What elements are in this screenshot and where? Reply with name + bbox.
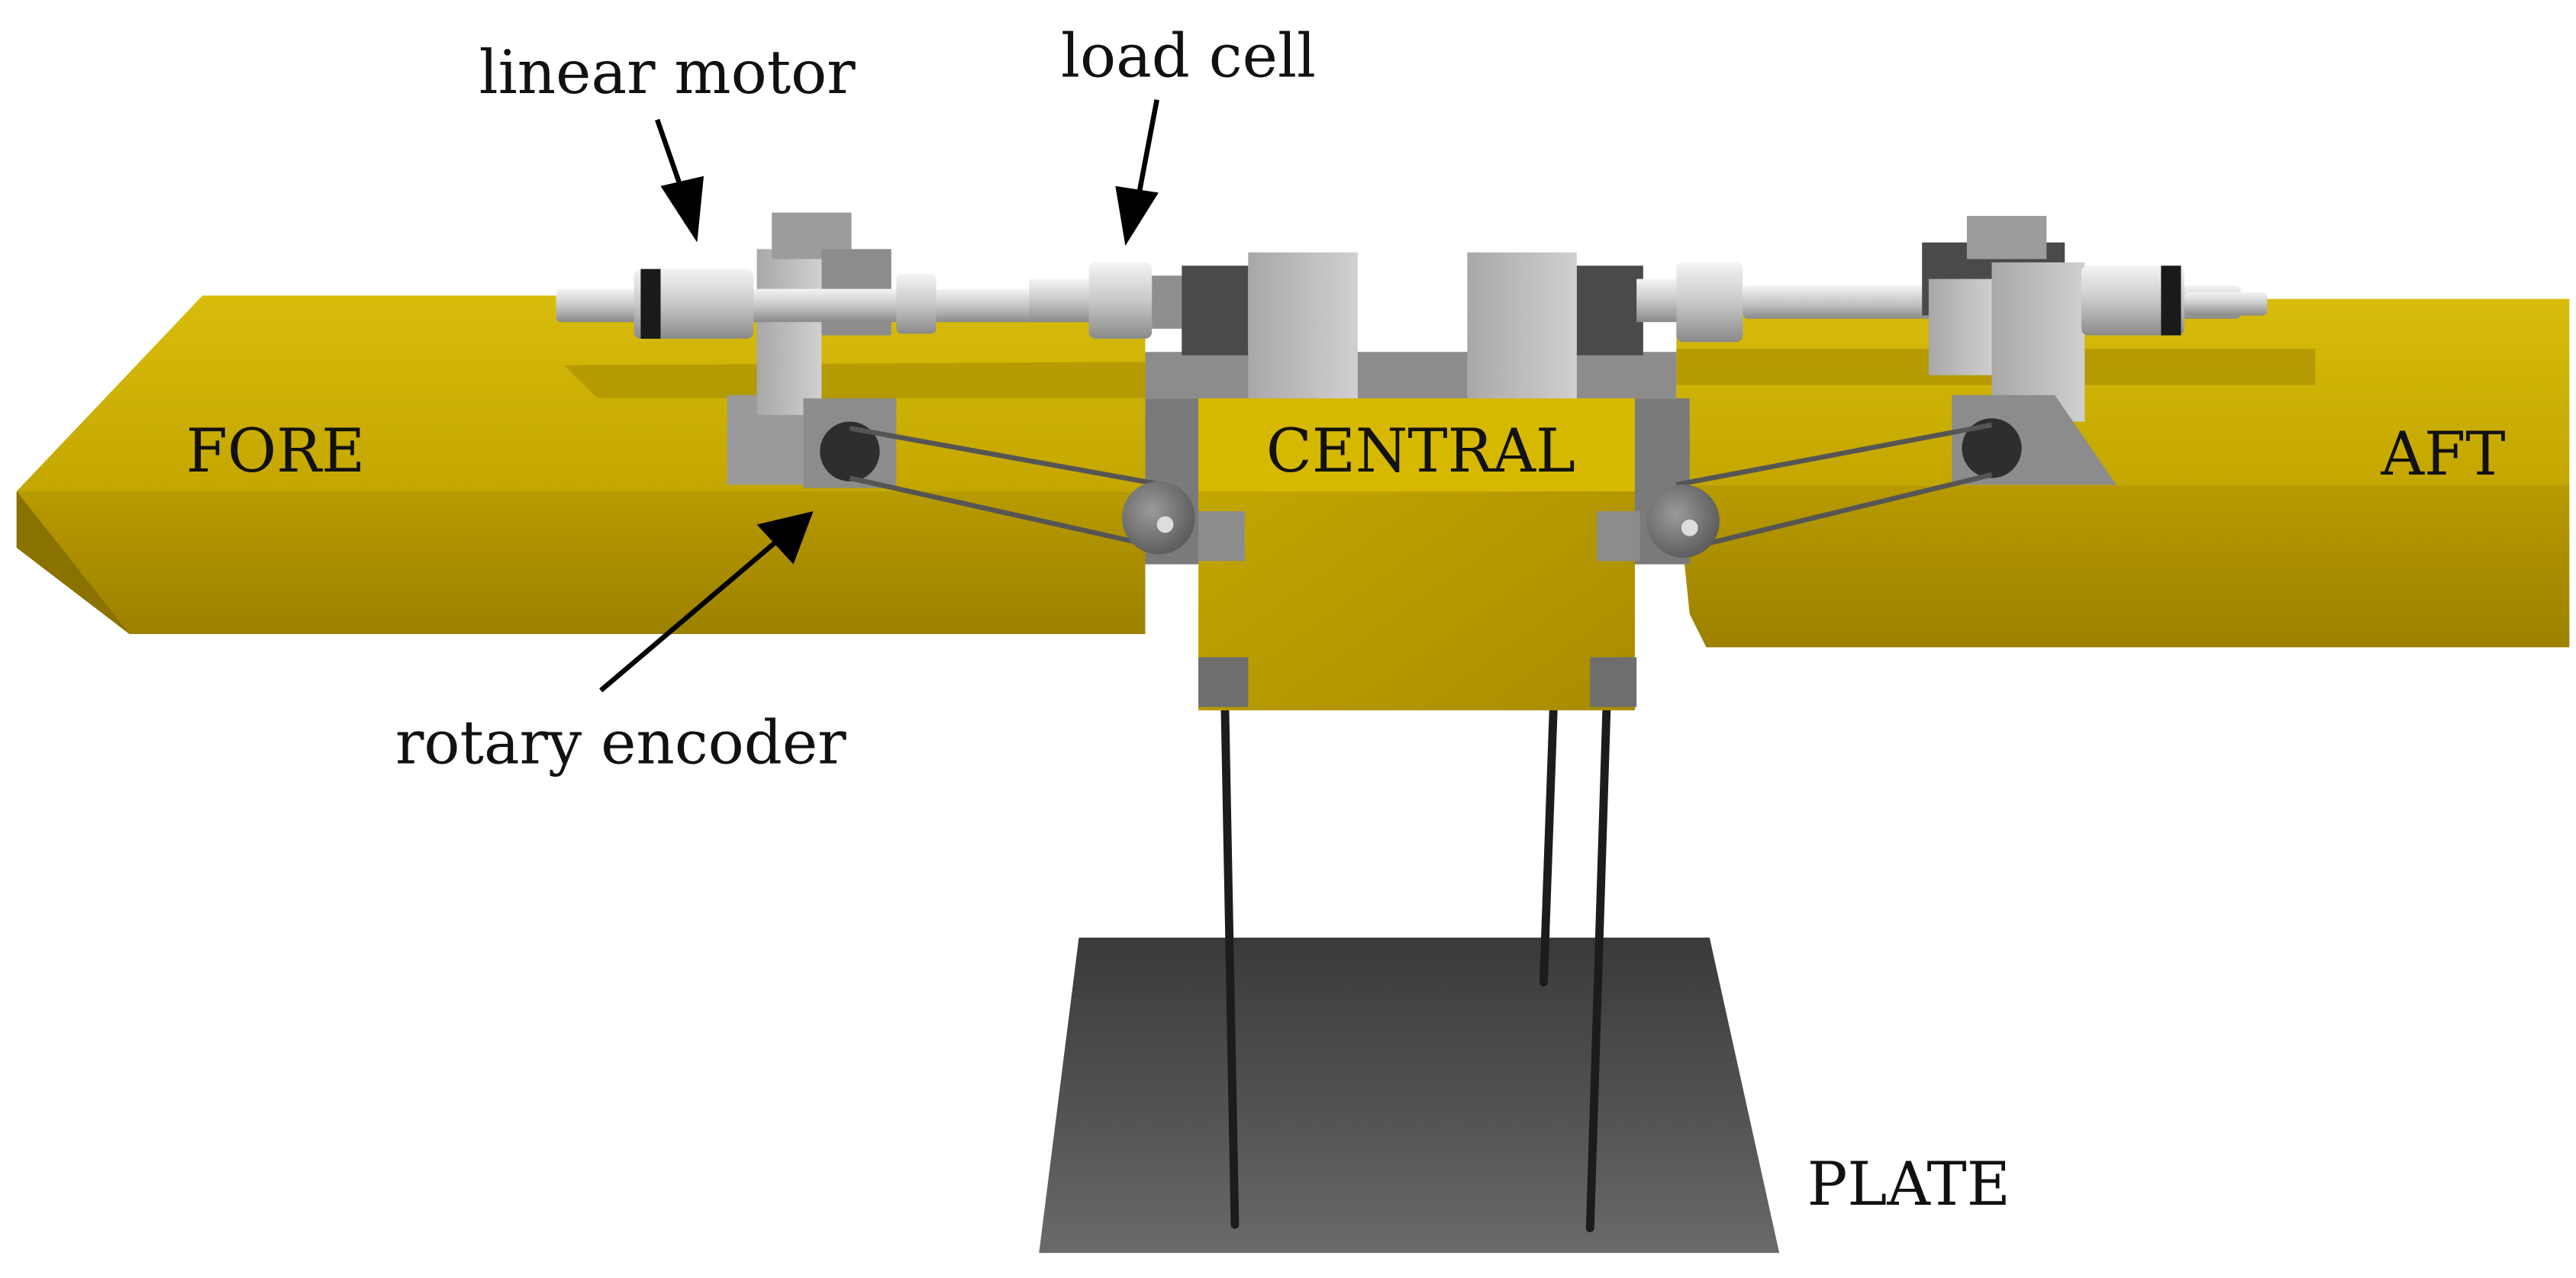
- rotary-encoder-arrowhead: [756, 511, 814, 565]
- label-rotary-encoder: rotary encoder: [395, 709, 846, 778]
- label-central: CENTRAL: [1266, 417, 1575, 486]
- aft-mechanism: [1590, 215, 2268, 707]
- load-cell-arrow: [1136, 99, 1159, 197]
- plate: [1039, 937, 1780, 1254]
- label-aft: AFT: [2381, 420, 2506, 489]
- support-rods: [1220, 701, 1611, 1232]
- label-plate: PLATE: [1807, 1150, 2010, 1219]
- rotary-encoder-arrow: [599, 539, 779, 693]
- annotation-arrows: [599, 99, 1159, 693]
- label-load-cell: load cell: [1061, 21, 1316, 91]
- linear-motor-arrowhead: [660, 175, 704, 243]
- fore-mechanism: [556, 212, 1249, 707]
- load-cell-arrowhead: [1115, 185, 1159, 246]
- label-fore: FORE: [186, 417, 366, 486]
- label-linear-motor: linear motor: [479, 38, 856, 108]
- central-towers: [1182, 252, 1643, 399]
